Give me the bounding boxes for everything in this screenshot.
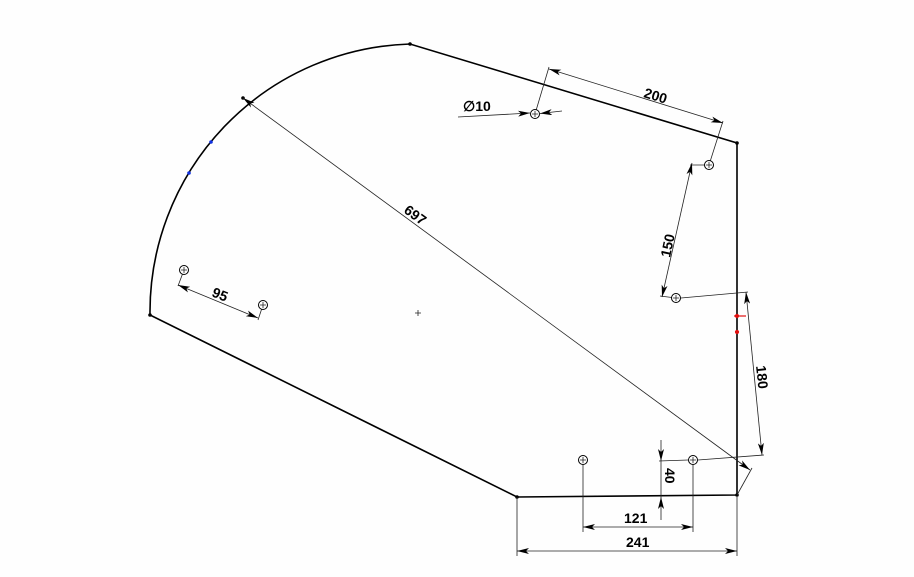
dimension-200[interactable]: 200 bbox=[534, 66, 724, 166]
dim-697-label: 697 bbox=[401, 201, 429, 228]
dim-95-label: 95 bbox=[210, 284, 231, 305]
hole[interactable] bbox=[704, 160, 714, 170]
dimension-121[interactable]: 121 bbox=[582, 465, 694, 532]
hole[interactable] bbox=[258, 300, 268, 310]
hole[interactable] bbox=[688, 455, 698, 465]
dimension-diameter[interactable]: ∅10 bbox=[457, 98, 563, 118]
sketch-outline[interactable] bbox=[149, 43, 738, 498]
dimension-150[interactable]: 150 bbox=[657, 162, 709, 299]
dimension-40[interactable]: 40 bbox=[658, 440, 689, 520]
dim-180-label: 180 bbox=[753, 365, 771, 390]
dimension-95[interactable]: 95 bbox=[177, 269, 264, 321]
hole[interactable] bbox=[179, 265, 189, 275]
dim-150-label: 150 bbox=[657, 232, 678, 258]
constraint-marker bbox=[734, 313, 746, 335]
vertices bbox=[148, 42, 739, 499]
hole[interactable] bbox=[578, 455, 588, 465]
hole[interactable] bbox=[530, 109, 540, 119]
dimension-180[interactable]: 180 bbox=[680, 291, 771, 461]
dim-241-label: 241 bbox=[626, 534, 650, 550]
hole[interactable] bbox=[671, 293, 681, 303]
blue-points bbox=[187, 140, 213, 175]
arc-center-mark bbox=[415, 310, 421, 316]
dim-121-label: 121 bbox=[624, 510, 648, 526]
dim-200-label: 200 bbox=[642, 85, 669, 107]
holes bbox=[179, 109, 714, 465]
dimension-241[interactable]: 241 bbox=[516, 497, 738, 556]
dim-diameter-label: ∅10 bbox=[463, 98, 491, 114]
dim-40-label: 40 bbox=[662, 468, 678, 484]
